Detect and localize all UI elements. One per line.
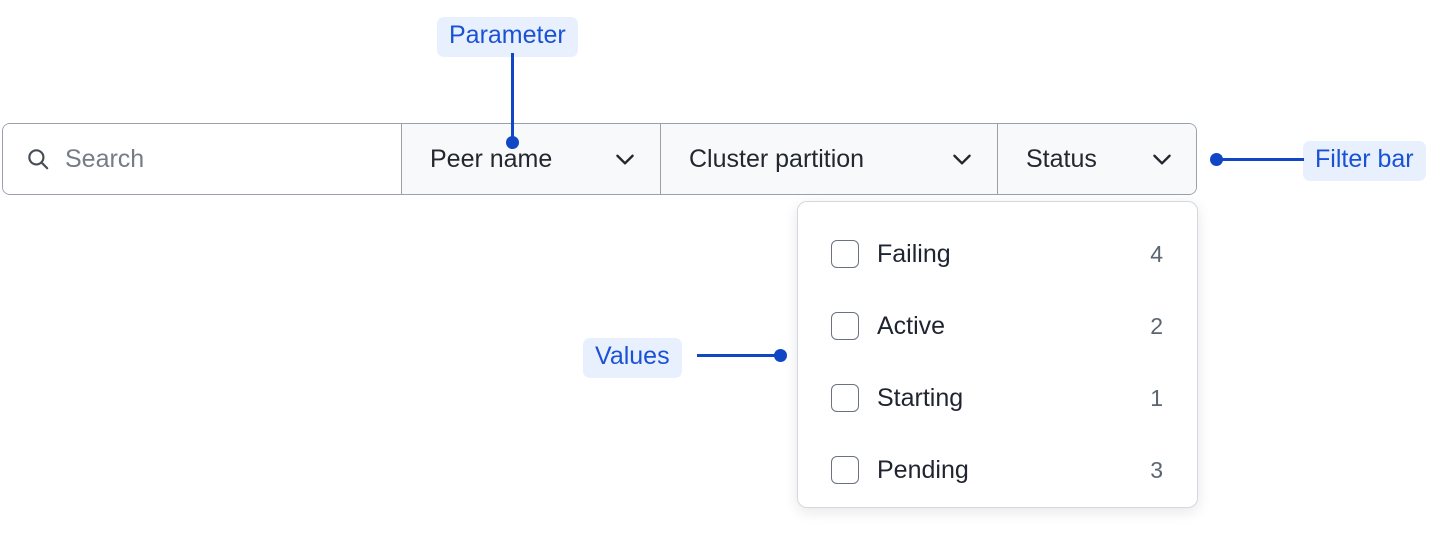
- list-item-count: 2: [1150, 312, 1163, 339]
- chevron-down-icon: [616, 154, 634, 165]
- list-item-count: 3: [1150, 456, 1163, 483]
- filter-peer-name-label: Peer name: [430, 144, 553, 173]
- checkbox-pending[interactable]: [831, 456, 859, 484]
- search-field[interactable]: [3, 124, 402, 194]
- checkbox-active[interactable]: [831, 312, 859, 340]
- annotation-parameter: Parameter: [437, 17, 578, 57]
- list-item-count: 1: [1150, 384, 1163, 411]
- list-item-label: Starting: [877, 383, 964, 412]
- checkbox-failing[interactable]: [831, 240, 859, 268]
- checkbox-starting[interactable]: [831, 384, 859, 412]
- status-filter-dropdown: Failing 4 Active 2 Starting 1 Pending 3: [797, 201, 1198, 508]
- list-item-label: Failing: [877, 239, 951, 268]
- search-icon: [28, 149, 49, 170]
- filter-status-label: Status: [1026, 144, 1097, 173]
- annotation-filter-bar-dot: [1210, 153, 1223, 166]
- annotation-values: Values: [583, 338, 682, 378]
- chevron-down-icon: [953, 154, 971, 165]
- list-item[interactable]: Active 2: [798, 290, 1197, 362]
- search-input[interactable]: [65, 144, 365, 174]
- annotation-parameter-dot: [506, 136, 519, 149]
- list-item-label: Active: [877, 311, 946, 340]
- list-item-label: Pending: [877, 455, 969, 484]
- annotation-filter-bar-line: [1222, 158, 1304, 161]
- list-item-count: 4: [1150, 240, 1163, 267]
- filter-peer-name[interactable]: Peer name: [402, 124, 661, 194]
- chevron-down-icon: [1153, 154, 1171, 165]
- annotation-values-dot: [774, 349, 787, 362]
- filter-cluster-partition-label: Cluster partition: [689, 144, 865, 173]
- annotation-filter-bar: Filter bar: [1303, 141, 1426, 181]
- filter-cluster-partition[interactable]: Cluster partition: [661, 124, 998, 194]
- annotation-parameter-line: [511, 53, 514, 142]
- list-item[interactable]: Starting 1: [798, 362, 1197, 434]
- annotation-values-line: [697, 354, 781, 357]
- filter-bar: Peer name Cluster partition Status: [2, 123, 1197, 195]
- list-item[interactable]: Failing 4: [798, 218, 1197, 290]
- filter-status[interactable]: Status: [998, 124, 1196, 194]
- list-item[interactable]: Pending 3: [798, 434, 1197, 506]
